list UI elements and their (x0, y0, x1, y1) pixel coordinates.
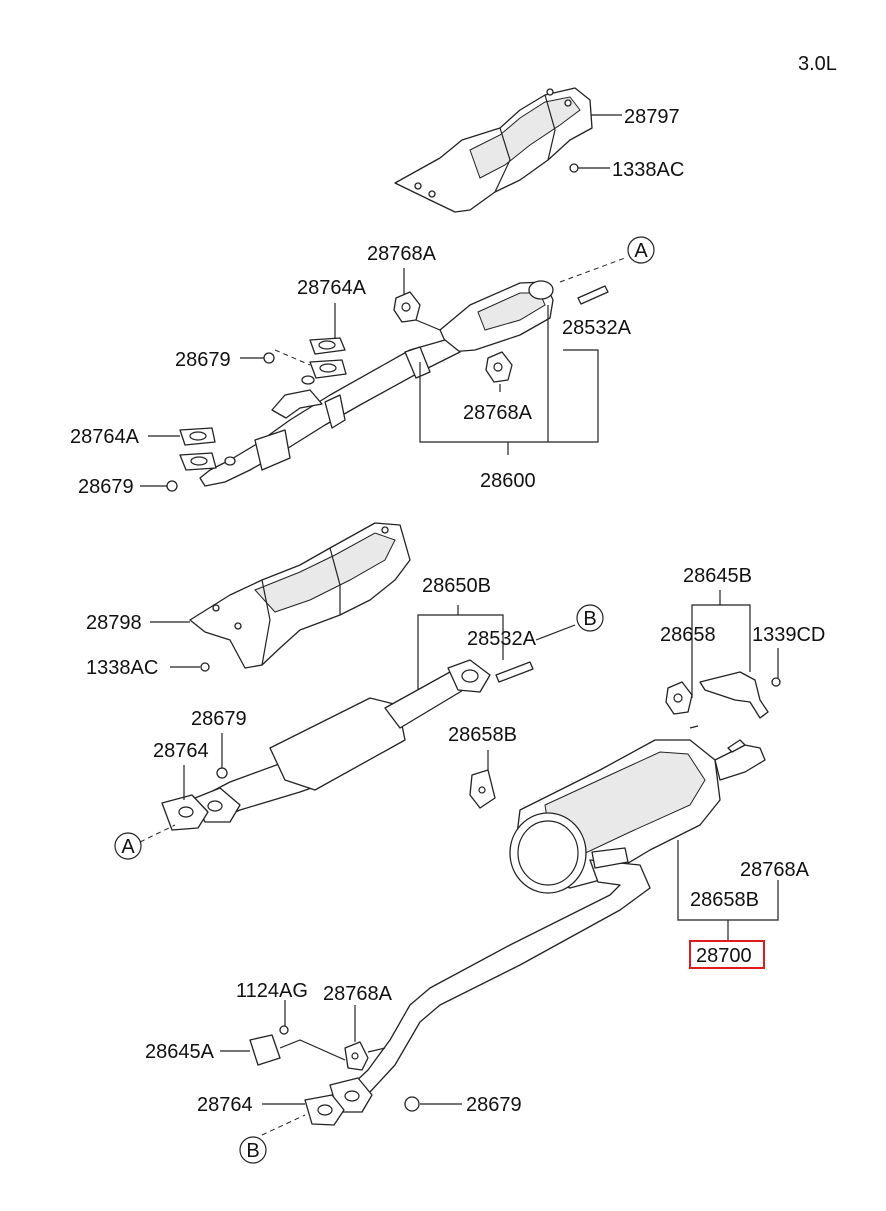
callout-28798: 28798 (86, 612, 142, 634)
nut-icon (200, 662, 210, 672)
connector-a-top: A (627, 236, 655, 264)
callout-28768a-low: 28768A (323, 983, 393, 1005)
front-pipe-assembly (199, 280, 554, 487)
callout-28532a-top: 28532A (562, 317, 632, 339)
gasket-upper-pair (309, 337, 347, 379)
rear-muffler-assembly (351, 739, 766, 1099)
callout-1124ag: 1124AG (236, 980, 308, 1002)
connector-a-low: A (114, 832, 142, 860)
nut-icon (216, 767, 228, 779)
hanger-rubber-mid (485, 351, 513, 383)
callout-28645b: 28645B (683, 565, 752, 587)
callout-28764-a: 28764 (153, 740, 209, 762)
hanger-rubber-rear (469, 769, 496, 809)
svg-text:B: B (246, 1140, 259, 1162)
callout-28768a-mid: 28768A (463, 402, 533, 424)
stud-bolt-top (559, 257, 626, 305)
callout-28600: 28600 (480, 470, 536, 492)
callout-1338ac-top: 1338AC (612, 159, 684, 181)
callout-28768a-top: 28768A (367, 243, 437, 265)
heat-shield-lower (189, 522, 411, 669)
connector-b-top: B (576, 604, 604, 632)
callout-28658: 28658 (660, 624, 716, 646)
engine-label: 3.0L (798, 53, 837, 75)
callout-28532a-mid: 28532A (467, 628, 537, 650)
nut-icon (166, 480, 178, 492)
nut-icon (263, 352, 275, 364)
callout-28764-b: 28764 (197, 1094, 253, 1116)
callout-28679-d: 28679 (466, 1094, 522, 1116)
svg-text:A: A (121, 836, 135, 858)
heat-shield-upper (394, 87, 593, 213)
callout-28645a: 28645A (145, 1041, 215, 1063)
callout-28797: 28797 (624, 106, 680, 128)
svg-text:B: B (583, 608, 596, 630)
front-hanger-bracket (249, 1025, 386, 1071)
callout-28679-a: 28679 (175, 349, 231, 371)
callout-28764a-top: 28764A (297, 277, 367, 299)
callout-1339cd: 1339CD (752, 624, 825, 646)
nut-icon (569, 163, 579, 173)
callout-28679-b: 28679 (78, 476, 134, 498)
callout-28650b: 28650B (422, 575, 491, 597)
gasket-left-pair (179, 427, 217, 471)
connector-b-low: B (239, 1136, 267, 1164)
center-muffler-pipe (194, 659, 491, 823)
tailpipe-flange (304, 1077, 420, 1126)
callout-28764a-left: 28764A (70, 426, 140, 448)
hanger-rubber-top (393, 291, 441, 331)
callout-28658b-a: 28658B (448, 724, 517, 746)
stud-bolt-mid (495, 661, 534, 683)
callout-28768a-right: 28768A (740, 859, 810, 881)
svg-text:A: A (634, 240, 648, 262)
rear-hanger-bracket (665, 671, 781, 719)
callout-1338ac-mid: 1338AC (86, 657, 158, 679)
highlight-box (689, 940, 765, 969)
gasket-mid (161, 794, 209, 831)
callout-28658b-b: 28658B (690, 889, 759, 911)
callout-28679-c: 28679 (191, 708, 247, 730)
callout-28700[interactable]: 28700 (696, 945, 752, 967)
